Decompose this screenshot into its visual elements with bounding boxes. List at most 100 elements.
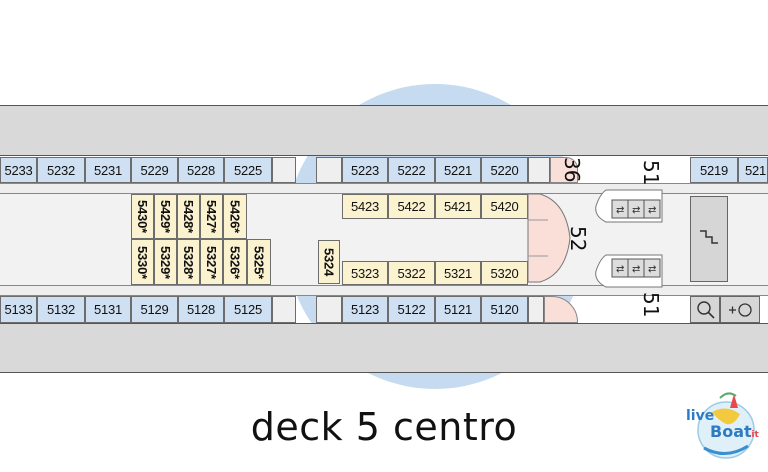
cabin-number: 5422	[397, 199, 426, 214]
cabin[interactable]: 5229	[131, 157, 178, 183]
search-room	[690, 296, 720, 323]
cabin[interactable]: 5221	[435, 157, 481, 183]
lower-hull-band	[0, 323, 768, 373]
svg-text:⇄: ⇄	[632, 205, 640, 216]
cabin-number: 5220	[490, 162, 519, 178]
cabin[interactable]: 5228	[178, 157, 224, 183]
cabin[interactable]: 5225	[224, 157, 272, 183]
globe-icon	[697, 392, 755, 459]
stairwell-lower-area	[544, 296, 578, 323]
cabin-number: 5222	[397, 162, 426, 178]
cabin[interactable]: 5427*	[200, 194, 223, 239]
cabin[interactable]: 5421	[435, 194, 481, 219]
cabin-number: 5228	[186, 162, 216, 178]
cabin-number: 5132	[46, 302, 76, 317]
stairwell-52-shape	[527, 193, 571, 283]
stairs-icon: ⇄ ⇄ ⇄	[595, 254, 663, 288]
cabin[interactable]: 5325*	[247, 239, 271, 285]
cabin[interactable]: 5131	[85, 296, 131, 323]
cabin-number: 5423	[350, 199, 380, 214]
cabin[interactable]: 5328*	[177, 239, 200, 285]
svg-text:⇄: ⇄	[616, 205, 624, 216]
cabin[interactable]: 5222	[388, 157, 435, 183]
cabin-number: 5223	[350, 162, 380, 178]
svg-text:⇄: ⇄	[648, 264, 656, 275]
service-room	[316, 157, 342, 183]
cabin[interactable]: 5430*	[131, 194, 154, 239]
logo-boat-text: Boat	[710, 422, 752, 441]
cabin-number: 521	[745, 162, 767, 178]
cabin-number: 5328*	[181, 245, 196, 279]
stairwell-room	[690, 196, 728, 282]
stairs-icon	[700, 230, 718, 244]
cabin-number: 5321	[443, 265, 473, 281]
cabin[interactable]: 5128	[178, 296, 224, 323]
cabin[interactable]: 521	[738, 157, 768, 183]
stair-number-51-top: 51	[639, 160, 663, 186]
service-room	[316, 296, 342, 323]
cabin-number: 5324	[321, 247, 337, 277]
cabin[interactable]: 5231	[85, 157, 131, 183]
cabin-number: 5131	[93, 302, 123, 317]
cabin-number: 5325*	[251, 245, 267, 279]
cabin-number: 5420	[490, 199, 519, 214]
cabin-number: 5123	[350, 302, 380, 317]
cabin[interactable]: 5132	[37, 296, 85, 323]
cabin-number: 5229	[140, 162, 169, 178]
cabin-number: 5429*	[158, 200, 173, 233]
cabin[interactable]: 5321	[435, 261, 481, 285]
cabin-number: 5120	[490, 302, 519, 317]
cabin[interactable]: 5423	[342, 194, 388, 219]
cabin[interactable]: 5125	[224, 296, 272, 323]
cabin[interactable]: 5121	[435, 296, 481, 323]
cabin[interactable]: 5428*	[177, 194, 200, 239]
service-room	[272, 296, 296, 323]
cabin-number: 5221	[443, 162, 473, 178]
stairwell-36-area	[550, 157, 578, 183]
cabin[interactable]: 5322	[388, 261, 435, 285]
cabin-number: 5129	[140, 302, 169, 317]
cabin[interactable]: 5429*	[154, 194, 177, 239]
deck-title: deck 5 centro	[250, 405, 518, 449]
cabin-number: 5122	[397, 302, 426, 317]
cabin[interactable]: 5133	[0, 296, 37, 323]
cabin-number: 5430*	[135, 200, 150, 233]
cabin[interactable]: 5426*	[223, 194, 247, 239]
cabin[interactable]: 5330*	[131, 239, 154, 285]
cabin[interactable]: 5326*	[223, 239, 247, 285]
svg-text:⇄: ⇄	[648, 205, 656, 216]
cabin[interactable]: 5122	[388, 296, 435, 323]
cabin[interactable]: 5420	[481, 194, 528, 219]
cabin-number: 5428*	[181, 200, 196, 233]
cabin-number: 5219	[699, 162, 729, 178]
cabin[interactable]: 5324	[318, 240, 340, 284]
cabin[interactable]: 5219	[690, 157, 738, 183]
cabin[interactable]: 5329*	[154, 239, 177, 285]
cabin[interactable]: 5220	[481, 157, 528, 183]
cabin-number: 5426*	[227, 200, 243, 233]
cabin[interactable]: 5120	[481, 296, 528, 323]
lower-corridor	[0, 285, 768, 296]
service-room	[272, 157, 296, 183]
svg-text:⇄: ⇄	[616, 264, 624, 275]
liveboat-logo[interactable]: live Boat .it	[682, 386, 764, 466]
cabin[interactable]: 5129	[131, 296, 178, 323]
plus-circle-icon	[729, 303, 752, 317]
stair-number-51-bottom: 51	[639, 292, 663, 318]
cabin[interactable]: 5232	[37, 157, 85, 183]
cabin[interactable]: 5327*	[200, 239, 223, 285]
cabin[interactable]: 5320	[481, 261, 528, 285]
cabin-number: 5231	[93, 162, 123, 178]
service-room	[528, 157, 550, 183]
logo-live-text: live	[686, 408, 715, 424]
cabin[interactable]: 5123	[342, 296, 388, 323]
cabin-number: 5125	[233, 302, 263, 317]
cabin[interactable]: 5323	[342, 261, 388, 285]
cabin[interactable]: 5223	[342, 157, 388, 183]
cabin[interactable]: 5422	[388, 194, 435, 219]
cabin[interactable]: 5233	[0, 157, 37, 183]
cabin-number: 5128	[186, 302, 216, 317]
cabin-number: 5133	[4, 302, 33, 317]
stairs-icon: ⇄ ⇄ ⇄	[595, 189, 663, 223]
stair-number-52: 52	[566, 226, 590, 252]
